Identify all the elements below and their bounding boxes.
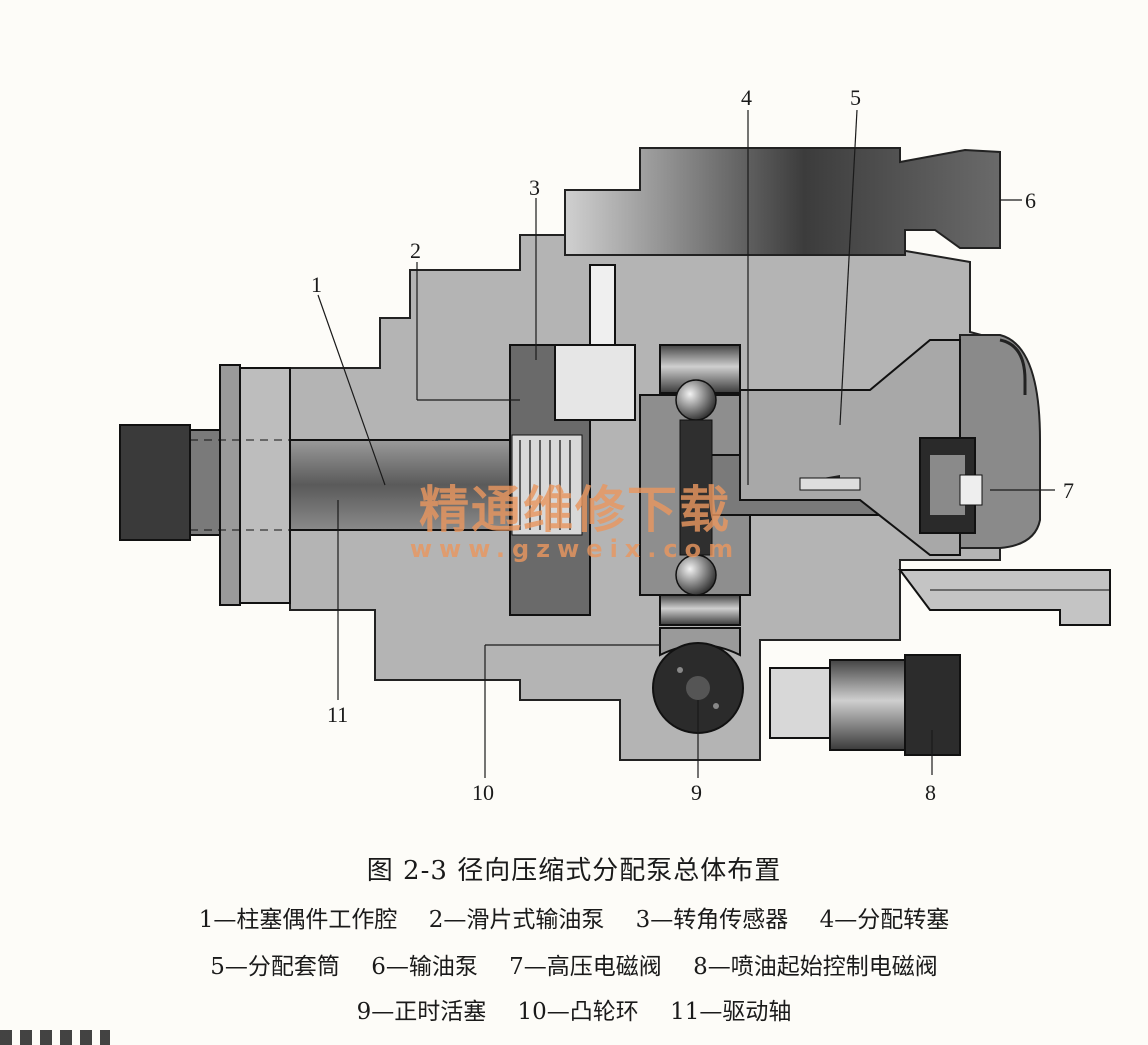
legend-item: 7—高压电磁阀 — [509, 954, 662, 980]
callout-4: 4 — [741, 85, 752, 110]
figure-caption-title: 图 2-3 径向压缩式分配泵总体布置 — [366, 856, 782, 886]
angle-sensor — [554, 344, 636, 421]
legend-line: 9—正时活塞 10—凸轮环 11—驱动轴 — [0, 992, 1148, 1026]
legend-item: 10—凸轮环 — [517, 999, 639, 1025]
watermark-text: 精通维修下载 — [419, 481, 731, 539]
legend-line: 5—分配套筒 6—输油泵 7—高压电磁阀 8—喷油起始控制电磁阀 — [0, 947, 1148, 981]
callout-11: 11 — [327, 702, 348, 727]
callout-8: 8 — [925, 780, 936, 805]
legend-item: 8—喷油起始控制电磁阀 — [693, 954, 938, 980]
legend-item: 5—分配套筒 — [210, 954, 340, 980]
callout-3: 3 — [529, 175, 540, 200]
drive-shaft — [289, 439, 521, 531]
callout-7: 7 — [1063, 478, 1074, 503]
callout-10: 10 — [472, 780, 494, 805]
legend-item: 6—输油泵 — [371, 954, 478, 980]
callout-6: 6 — [1025, 188, 1036, 213]
legend-item: 2—滑片式输油泵 — [428, 907, 605, 933]
callout-2: 2 — [410, 238, 421, 263]
legend-item: 1—柱塞偶件工作腔 — [198, 907, 398, 933]
callout-5: 5 — [850, 85, 861, 110]
fuel-pump-housing — [564, 147, 1001, 256]
legend-line: 1—柱塞偶件工作腔 2—滑片式输油泵 3—转角传感器 4—分配转塞 — [0, 900, 1148, 934]
distributor-sleeve — [739, 339, 961, 556]
legend-item: 9—正时活塞 — [356, 999, 487, 1025]
watermark-url: www.gzweix.com — [409, 535, 741, 563]
legend-item: 4—分配转塞 — [819, 907, 950, 933]
callout-1: 1 — [311, 272, 322, 297]
drive-coupling — [119, 424, 191, 541]
cut-off-text-row — [0, 1030, 110, 1045]
pump-cross-section-diagram: 1 2 3 4 5 6 7 8 9 10 11 — [119, 85, 1111, 805]
callout-9: 9 — [691, 780, 702, 805]
legend-item: 11—驱动轴 — [670, 999, 792, 1025]
injection-timing-solenoid — [769, 667, 831, 739]
legend-item: 3—转角传感器 — [635, 907, 789, 933]
